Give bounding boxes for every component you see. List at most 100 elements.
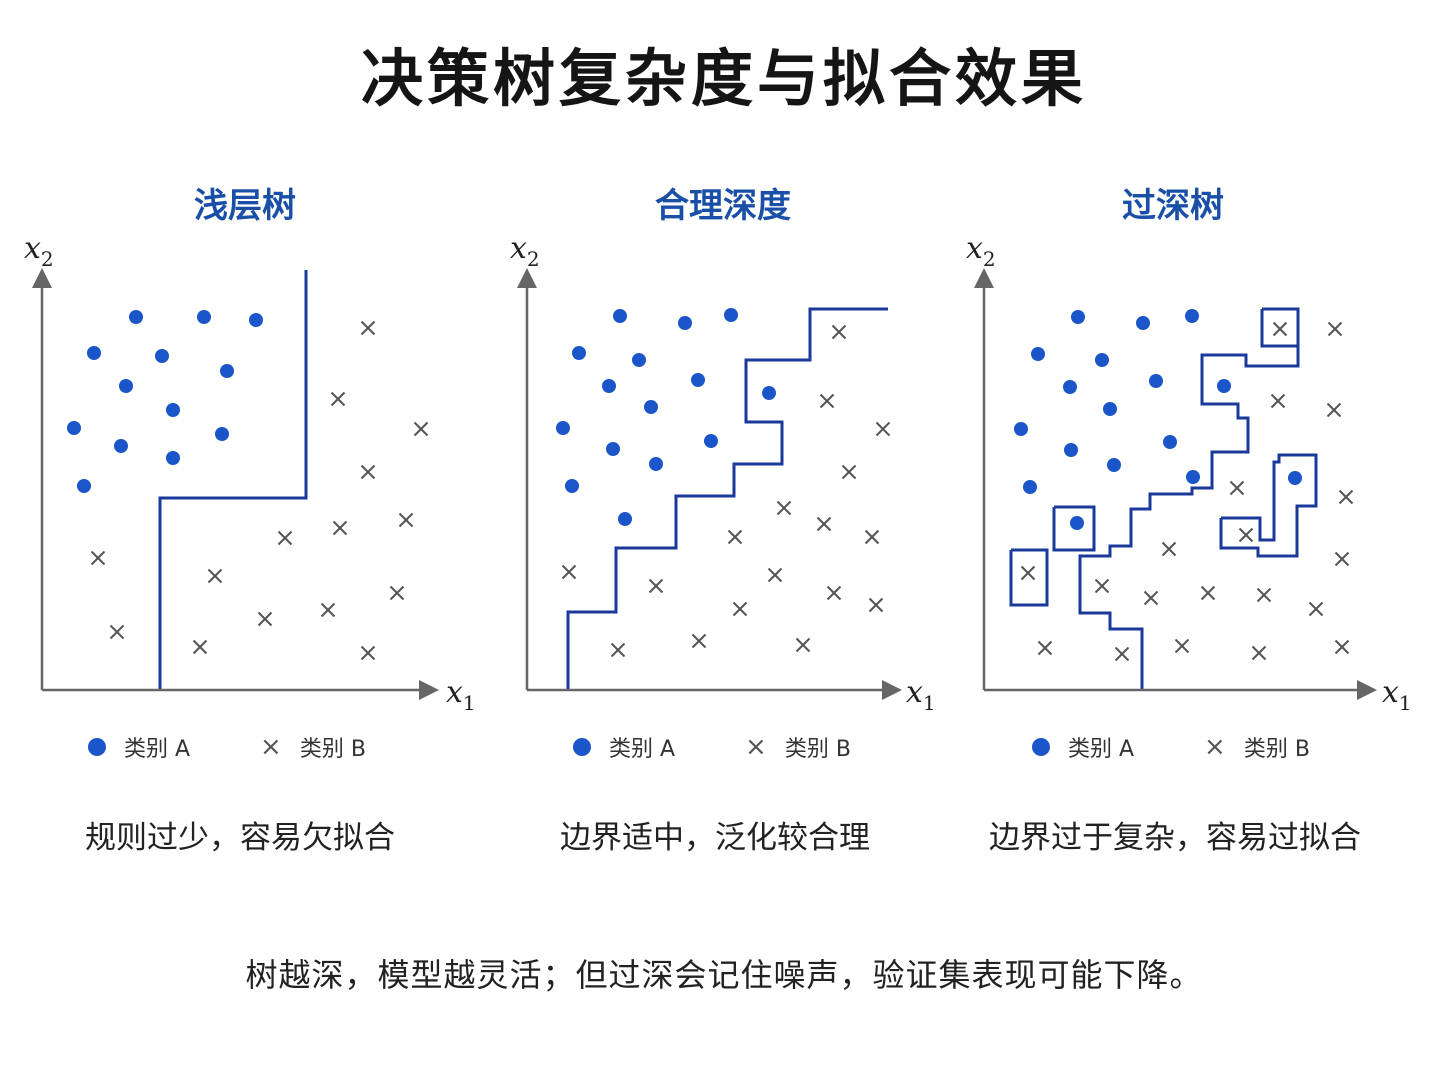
decision-boundary: [566, 307, 888, 690]
panel-title-deep: 过深树: [1122, 186, 1224, 226]
class-a-dot-icon: [1032, 738, 1050, 756]
class-b-point: [330, 391, 346, 407]
class-a-dot-icon: [573, 738, 591, 756]
class-b-point: [819, 393, 835, 409]
class-a-point: [762, 386, 776, 400]
class-b-point: [1094, 578, 1110, 594]
class-b-point: [360, 464, 376, 480]
decision-boundary: [158, 270, 308, 690]
class-a-point: [129, 310, 143, 324]
plot-deep: x1 x2: [966, 231, 1412, 715]
class-b-point: [841, 464, 857, 480]
class-a-point: [1071, 310, 1085, 324]
class-a-point: [1031, 347, 1045, 361]
class-b-point: [1238, 527, 1254, 543]
class-b-point: [1229, 480, 1245, 496]
legend-deep: 类别 A × 类别 B: [1032, 731, 1310, 763]
class-b-point: [360, 320, 376, 336]
decision-boundary: [1009, 548, 1049, 607]
class-b-point: [192, 639, 208, 655]
y-axis-label: x2: [966, 231, 996, 271]
class-a-point: [1149, 374, 1163, 388]
class-b-point: [868, 597, 884, 613]
class-a-point: [649, 457, 663, 471]
class-b-point: [320, 602, 336, 618]
class-a-point: [1064, 443, 1078, 457]
class-b-point: [1327, 321, 1343, 337]
class-b-point: [561, 564, 577, 580]
main-title: 决策树复杂度与拟合效果: [360, 42, 1087, 115]
class-a-point: [632, 353, 646, 367]
class-a-point: [155, 349, 169, 363]
class-b-point: [1200, 585, 1216, 601]
class-b-cross-icon: ×: [1204, 732, 1226, 762]
class-b-point: [732, 601, 748, 617]
class-b-point: [90, 550, 106, 566]
legend-label-b: 类别 B: [299, 737, 366, 762]
class-a-point: [77, 479, 91, 493]
class-b-point: [389, 585, 405, 601]
decision-boundary: [1219, 453, 1318, 558]
y-axis-label: x2: [24, 231, 54, 271]
class-a-point: [704, 434, 718, 448]
class-b-point: [767, 567, 783, 583]
class-a-point: [618, 512, 632, 526]
legend-label-a: 类别 A: [124, 737, 191, 762]
class-a-point: [1023, 480, 1037, 494]
caption-moderate: 边界适中，泛化较合理: [560, 820, 870, 856]
class-b-point: [277, 530, 293, 546]
legend-label-b: 类别 B: [784, 737, 851, 762]
class-b-point: [360, 645, 376, 661]
class-b-point: [816, 516, 832, 532]
class-a-point: [1095, 353, 1109, 367]
class-a-point: [166, 451, 180, 465]
class-b-point: [1334, 639, 1350, 655]
class-a-point: [602, 379, 616, 393]
class-b-point: [207, 568, 223, 584]
class-a-point: [724, 308, 738, 322]
class-b-point: [109, 624, 125, 640]
decision-boundary: [1078, 346, 1300, 690]
class-a-point: [572, 346, 586, 360]
class-a-point: [119, 379, 133, 393]
x-axis-label: x1: [906, 675, 936, 715]
class-b-point: [1326, 402, 1342, 418]
class-a-point: [166, 403, 180, 417]
class-a-point: [1014, 422, 1028, 436]
class-a-point: [1186, 470, 1200, 484]
class-b-point: [795, 637, 811, 653]
class-b-point: [1334, 551, 1350, 567]
class-a-point: [197, 310, 211, 324]
class-a-point: [691, 373, 705, 387]
legend-label-a: 类别 A: [1068, 737, 1135, 762]
class-a-point: [114, 439, 128, 453]
class-b-point: [826, 585, 842, 601]
class-b-point: [1037, 640, 1053, 656]
class-b-point: [1338, 489, 1354, 505]
panel-title-moderate: 合理深度: [655, 186, 791, 226]
class-a-point: [1136, 316, 1150, 330]
class-b-point: [691, 633, 707, 649]
x-axis-label: x1: [1382, 675, 1412, 715]
class-b-point: [398, 512, 414, 528]
class-a-point: [1107, 458, 1121, 472]
class-b-point: [413, 421, 429, 437]
class-a-point: [1070, 516, 1084, 530]
class-b-point: [1251, 645, 1267, 661]
caption-deep: 边界过于复杂，容易过拟合: [989, 820, 1361, 856]
class-a-point: [215, 427, 229, 441]
class-b-cross-icon: ×: [260, 732, 282, 762]
class-a-point: [1163, 435, 1177, 449]
class-a-point: [644, 400, 658, 414]
class-a-point: [1288, 471, 1302, 485]
legend-label-b: 类别 B: [1243, 737, 1310, 762]
class-b-point: [875, 421, 891, 437]
x-axis-label: x1: [446, 675, 476, 715]
bottom-note: 树越深，模型越灵活；但过深会记住噪声，验证集表现可能下降。: [245, 956, 1203, 994]
class-b-cross-icon: ×: [745, 732, 767, 762]
class-a-dot-icon: [88, 738, 106, 756]
caption-shallow: 规则过少，容易欠拟合: [85, 820, 395, 856]
class-b-point: [831, 324, 847, 340]
class-b-point: [1114, 646, 1130, 662]
class-b-point: [1256, 587, 1272, 603]
